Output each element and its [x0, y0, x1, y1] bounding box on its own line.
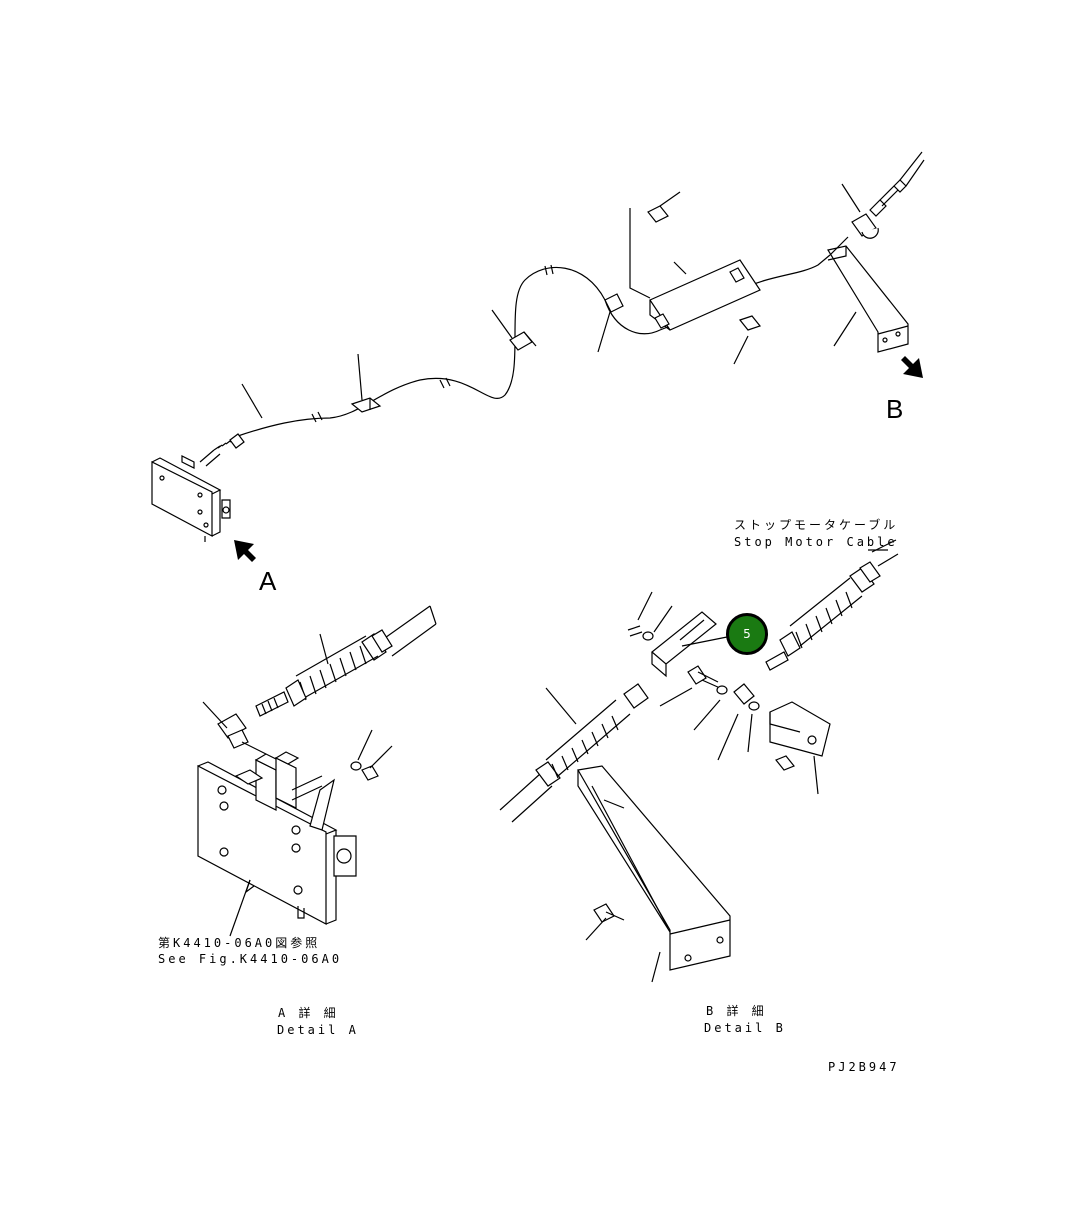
detail-a-title-en: Detail A: [277, 1023, 359, 1037]
stop-motor-cable-label-en: Stop Motor Cable: [734, 535, 898, 549]
view-letter-a: A: [259, 566, 277, 596]
callout-number: 5: [743, 627, 751, 641]
stop-motor-cable-label-jp: ストップモータケーブル: [734, 518, 899, 532]
detail-b-title-en: Detail B: [704, 1021, 786, 1035]
detail-a-title-jp: A 詳 細: [278, 1006, 339, 1020]
view-letter-b: B: [886, 394, 904, 424]
view-arrow-a: [234, 540, 256, 562]
detail-b-bracket: [577, 765, 731, 971]
view-arrow-b: [901, 356, 923, 378]
overview-assembly: [151, 151, 925, 562]
detail-b-assembly: [499, 539, 899, 983]
detail-a-assembly: [197, 605, 437, 937]
see-fig-label-en: See Fig.K4410-06A0: [158, 952, 343, 966]
drawing-number: PJ2B947: [828, 1060, 900, 1074]
overview-plate-a: [151, 461, 213, 537]
detail-b-title-jp: B 詳 細: [706, 1004, 767, 1018]
callout-5[interactable]: 5: [726, 613, 768, 655]
see-fig-label-jp: 第K4410-06A0図参照: [158, 936, 321, 950]
